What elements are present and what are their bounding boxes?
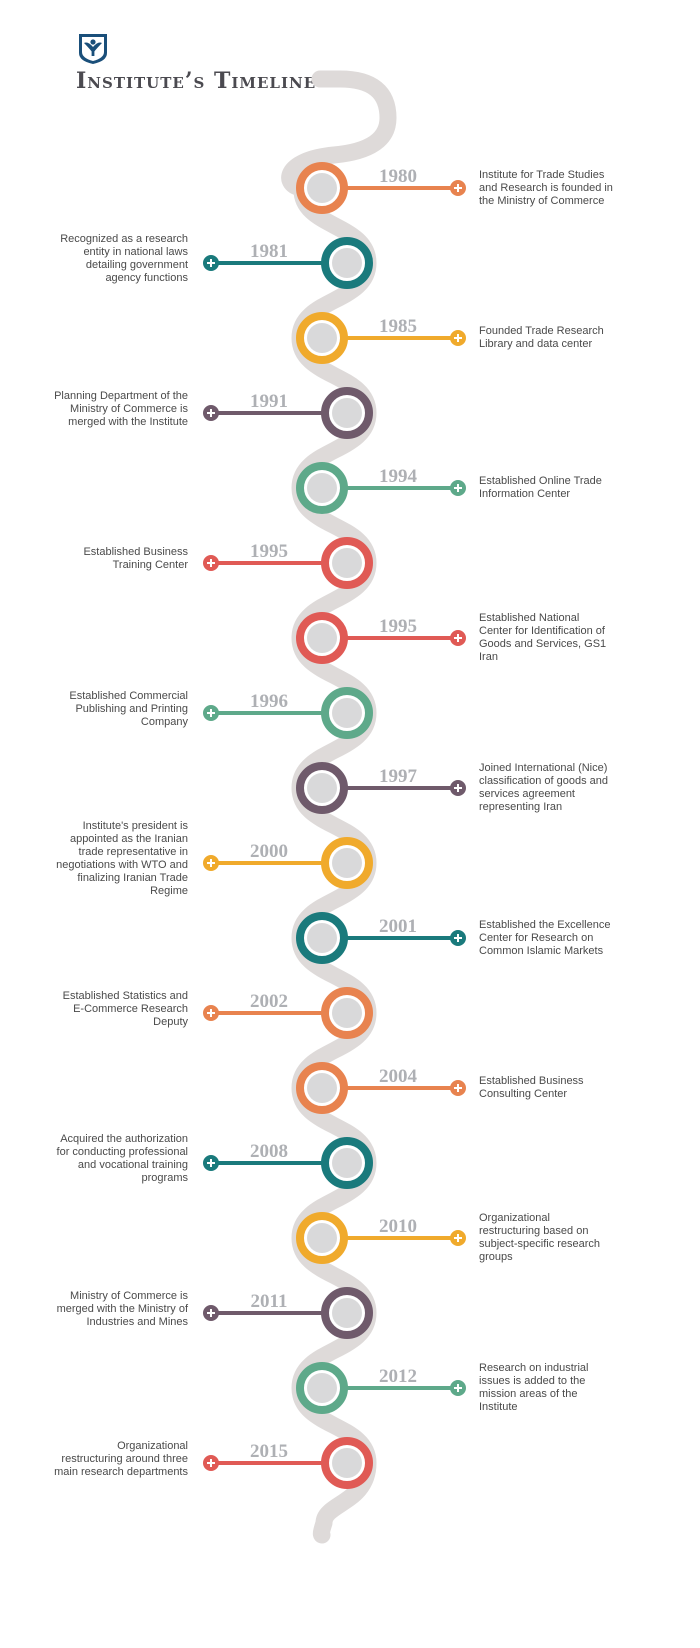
event-description: Established Business Consulting Center [479, 1075, 584, 1100]
year-marker-center [307, 623, 337, 653]
year-marker-center [332, 1148, 362, 1178]
year-label: 2008 [250, 1141, 288, 1162]
event-description: Established Statistics and E-Commerce Re… [62, 990, 188, 1028]
year-marker-center [307, 923, 337, 953]
event-description: Established the Excellence Center for Re… [479, 919, 611, 957]
timeline-node [203, 837, 373, 889]
year-marker-center [332, 1298, 362, 1328]
year-marker-center [332, 848, 362, 878]
event-description: Established National Center for Identifi… [479, 612, 607, 663]
year-marker-center [307, 173, 337, 203]
year-marker-center [307, 323, 337, 353]
timeline-node [203, 1437, 373, 1489]
year-marker-center [307, 773, 337, 803]
year-label: 1995 [379, 616, 417, 637]
institute-emblem-icon [79, 34, 107, 64]
event-description: Established Commercial Publishing and Pr… [69, 690, 188, 728]
year-label: 2001 [379, 916, 417, 937]
event-description: Ministry of Commerce is merged with the … [56, 1290, 188, 1328]
event-description: Founded Trade Research Library and data … [479, 325, 604, 350]
year-label: 1995 [250, 541, 288, 562]
year-marker-center [307, 1373, 337, 1403]
year-label: 2015 [250, 1441, 288, 1462]
year-marker-center [307, 1073, 337, 1103]
year-marker-center [332, 548, 362, 578]
timeline-node [203, 987, 373, 1039]
year-label: 2000 [250, 841, 288, 862]
timeline-node [203, 1137, 373, 1189]
year-label: 2012 [379, 1366, 417, 1387]
timeline-node [296, 1362, 466, 1414]
year-label: 1996 [250, 691, 288, 712]
timeline-node [203, 687, 373, 739]
year-marker-center [332, 398, 362, 428]
year-label: 2002 [250, 991, 288, 1012]
timeline-node [296, 1212, 466, 1264]
year-marker-center [332, 698, 362, 728]
year-marker-center [332, 1448, 362, 1478]
event-description: Research on industrial issues is added t… [479, 1362, 589, 1413]
year-marker-center [307, 473, 337, 503]
event-description: Institute's president is appointed as th… [56, 820, 188, 897]
year-label: 2004 [379, 1066, 417, 1087]
year-label: 1994 [379, 466, 417, 487]
year-label: 1980 [379, 166, 417, 187]
year-label: 1991 [250, 391, 288, 412]
year-label: 1985 [379, 316, 417, 337]
year-label: 2010 [379, 1216, 417, 1237]
timeline-node [296, 912, 466, 964]
timeline-node [296, 162, 466, 214]
timeline-node [203, 237, 373, 289]
event-description: Recognized as a research entity in natio… [60, 233, 188, 284]
year-marker-center [332, 998, 362, 1028]
timeline-node [296, 462, 466, 514]
page-title: Institute’s Timeline [76, 68, 317, 94]
timeline-node [203, 387, 373, 439]
event-description: Established Business Training Center [83, 546, 188, 571]
event-description: Organizational restructuring based on su… [479, 1212, 601, 1263]
timeline-node [203, 1287, 373, 1339]
timeline-node [296, 312, 466, 364]
year-marker-center [307, 1223, 337, 1253]
timeline-node [296, 1062, 466, 1114]
event-description: Institute for Trade Studies and Research… [479, 169, 613, 207]
year-marker-center [332, 248, 362, 278]
event-description: Established Online Trade Information Cen… [479, 475, 602, 500]
event-description: Acquired the authorization for conductin… [56, 1133, 188, 1184]
timeline-node [296, 612, 466, 664]
event-description: Organizational restructuring around thre… [54, 1440, 188, 1478]
event-description: Planning Department of the Ministry of C… [54, 390, 188, 428]
year-label: 1981 [250, 241, 288, 262]
event-description: Joined International (Nice) classificati… [479, 762, 609, 813]
year-label: 2011 [250, 1291, 288, 1312]
timeline-node [296, 762, 466, 814]
timeline-node [203, 537, 373, 589]
year-label: 1997 [379, 766, 417, 787]
